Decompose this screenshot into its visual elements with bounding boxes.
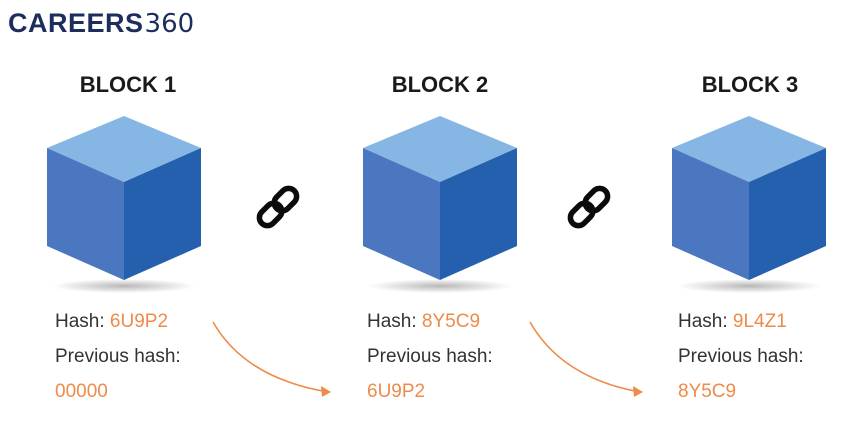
block-3-hash-value: 9L4Z1 xyxy=(732,311,787,332)
arrowhead-1 xyxy=(321,386,331,397)
arrow-block2-to-block3 xyxy=(529,321,641,393)
block-1-previous-hash-value: 00000 xyxy=(55,381,108,402)
block-2-previous-hash-label: Previous hash: xyxy=(367,346,493,367)
block-1-previous-hash-label: Previous hash: xyxy=(55,346,181,367)
careers360-logo: CAREERS 360 xyxy=(8,8,194,42)
logo-word: CAREERS xyxy=(8,8,144,38)
block-2-hash-value: 8Y5C9 xyxy=(421,311,481,332)
block-3-previous-hash-value: 8Y5C9 xyxy=(678,381,737,402)
block-2-hash-row: Hash: 8Y5C9 xyxy=(367,311,480,333)
block-1-hash-value: 6U9P2 xyxy=(109,311,169,332)
block-3-title: BLOCK 3 xyxy=(701,72,799,97)
hash-label: Hash: xyxy=(678,311,728,332)
block-1-hash-row: Hash: 6U9P2 xyxy=(55,311,168,333)
chain-link-icon xyxy=(256,185,300,229)
hash-label: Hash: xyxy=(55,311,105,332)
block-3-previous-hash-label: Previous hash: xyxy=(678,346,804,367)
hash-label: Hash: xyxy=(367,311,417,332)
block-3-cube-icon xyxy=(672,116,826,293)
logo-number: 360 xyxy=(144,9,195,39)
chain-link-icon xyxy=(567,185,611,229)
block-3-hash-row: Hash: 9L4Z1 xyxy=(678,311,787,333)
arrow-block1-to-block2 xyxy=(212,321,329,393)
block-2-title: BLOCK 2 xyxy=(391,72,489,97)
block-1-title: BLOCK 1 xyxy=(79,72,177,97)
block-1-cube-icon xyxy=(47,116,201,293)
arrowhead-2 xyxy=(633,386,643,397)
block-2-cube-icon xyxy=(363,116,517,293)
block-2-previous-hash-value: 6U9P2 xyxy=(367,381,426,402)
